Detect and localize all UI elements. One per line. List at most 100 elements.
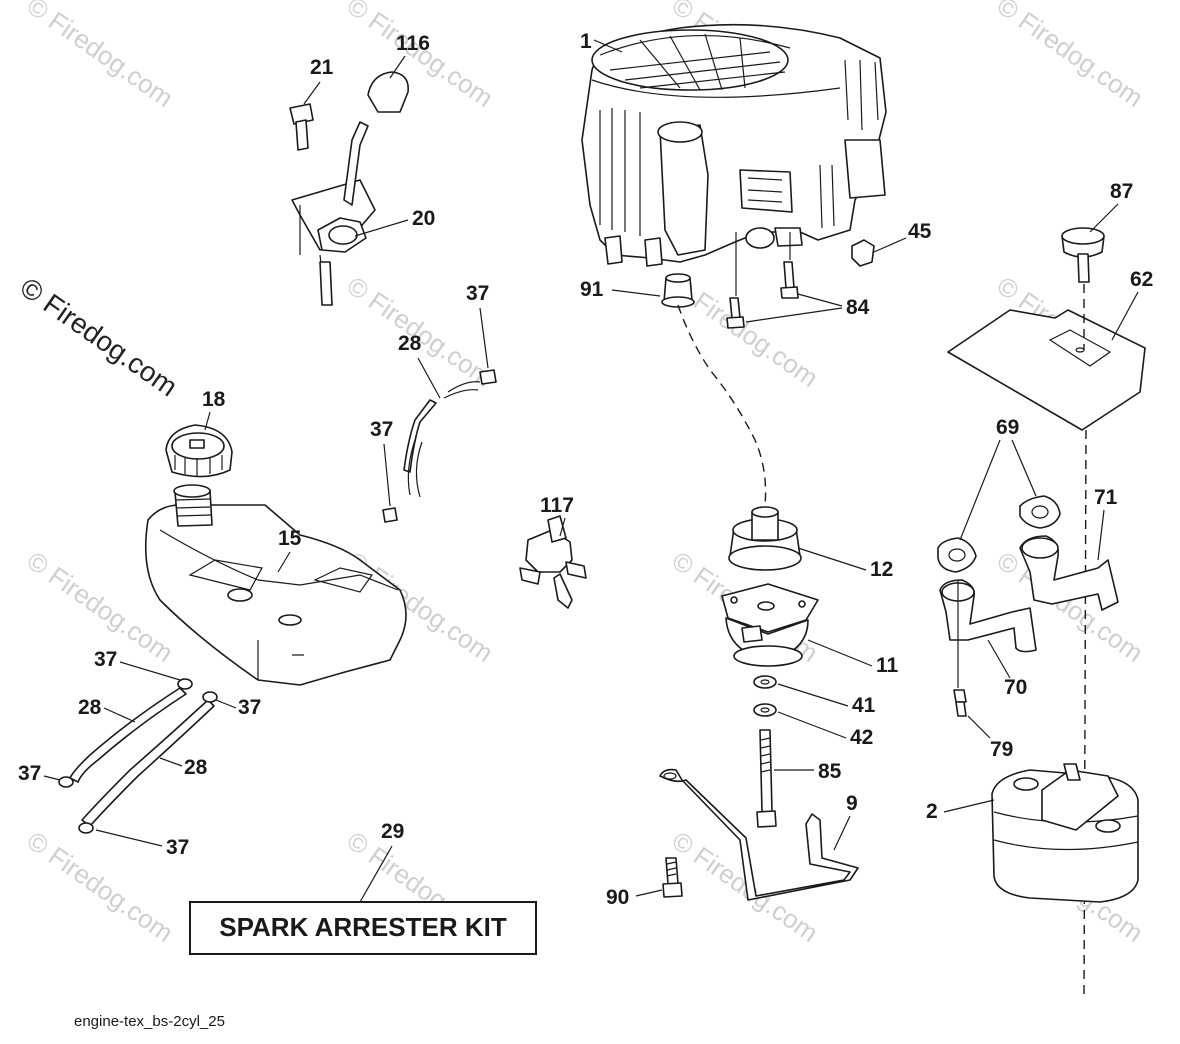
hose-clamp-part-37[interactable] [382,369,497,523]
leader-line [1089,203,1119,233]
leader-line [383,443,391,507]
callout-70: 70 [1004,676,1027,699]
callout-45: 45 [908,220,932,243]
callout-18: 18 [202,388,226,411]
knob-part-87[interactable] [1061,227,1105,283]
hose-clamp-part-37[interactable] [58,678,218,834]
callout-116: 116 [396,32,430,55]
callout-41: 41 [852,694,876,717]
leader-line [277,551,291,573]
washer-part-41[interactable] [753,675,777,689]
callout-62: 62 [1130,268,1153,291]
leader-line [1097,509,1105,561]
leader-line [159,757,183,767]
bracket-rod-part-9[interactable] [659,768,859,901]
callout-79: 79 [990,738,1013,761]
leader-line [95,829,163,847]
callout-69: 69 [996,416,1019,439]
watermark: © Firedog.com [992,0,1149,113]
callout-28: 28 [398,332,422,355]
centerline-dashed [1083,284,1087,999]
leader-line [611,289,661,297]
leader-line [215,699,237,709]
leader-line [777,683,849,707]
fuel-line-part-28[interactable] [403,381,481,498]
leader-line [943,799,995,813]
leader-line [417,357,441,399]
bolt-part-84[interactable] [726,261,799,329]
callout-71: 71 [1094,486,1118,509]
knob-part-116[interactable] [367,71,409,113]
electric-clutch-part-11[interactable] [721,583,819,667]
fuel-line-part-28[interactable] [69,687,215,827]
callout-37: 37 [166,836,189,859]
callout-87: 87 [1110,180,1133,203]
pulley-part-12[interactable] [728,506,802,571]
leader-line [797,547,867,571]
watermark-main: © Firedog.com [15,272,184,403]
callout-9: 9 [846,792,858,815]
washer-part-42[interactable] [753,703,777,717]
throttle-control-part-20[interactable] [291,121,376,306]
callout-84: 84 [846,296,870,319]
shutoff-valve-part-117[interactable] [519,515,587,609]
leader-line [559,517,566,537]
leader-line [959,439,1037,541]
exhaust-pipe-part-71[interactable] [1019,535,1119,611]
bolt-part-90[interactable] [662,857,683,898]
gasket-part-69[interactable] [937,495,1061,573]
callout-2: 2 [926,800,938,823]
callout-85: 85 [818,760,842,783]
callout-37: 37 [370,418,393,441]
watermark: © Firedog.com [992,545,1149,668]
engine-part-1[interactable] [581,23,887,267]
leader-line [833,815,851,851]
callout-37: 37 [238,696,261,719]
leader-line [43,775,61,781]
callout-12: 12 [870,558,893,581]
nut-part-45[interactable] [851,239,875,267]
leader-line [593,39,623,53]
callout-28: 28 [184,756,208,779]
heat-shield-part-62[interactable] [947,309,1146,431]
leader-line [635,889,663,897]
callout-42: 42 [850,726,873,749]
spark-arrester-kit-box[interactable] [189,901,537,955]
leader-line [1111,291,1139,341]
callout-15: 15 [278,527,302,550]
watermark: © Firedog.com [342,0,499,113]
callout-91: 91 [580,278,604,301]
callout-11: 11 [876,654,899,677]
bushing-part-91[interactable] [661,273,695,308]
callout-1: 1 [580,30,592,53]
callout-37: 37 [18,762,41,785]
leader-line [777,711,847,739]
diagram-code: engine-tex_bs-2cyl_25 [74,1013,225,1030]
leader-line [303,81,321,105]
callout-20: 20 [412,207,435,230]
fuel-tank-part-15[interactable] [144,484,407,686]
bolt-part-79[interactable] [953,689,967,717]
centerline [735,232,791,296]
leader-line [745,293,843,323]
callout-21: 21 [310,56,334,79]
leader-line [119,661,181,681]
leader-line [967,715,991,739]
bolt-part-21[interactable] [289,103,314,151]
leader-line [807,639,873,667]
leader-line [359,845,393,903]
watermark: © Firedog.com [22,0,179,113]
leader-line [389,55,406,79]
muffler-part-2[interactable] [991,763,1139,903]
fuel-cap-part-18[interactable] [165,424,233,478]
leader-line [103,707,136,723]
leader-line [479,307,489,369]
leader-line [873,237,907,253]
centerline-dashed [677,304,767,506]
bolt-part-85[interactable] [756,729,777,828]
callout-117: 117 [540,494,574,517]
callout-37: 37 [94,648,117,671]
spark-arrester-kit-label: SPARK ARRESTER KIT [219,912,507,942]
leader-line [354,219,409,237]
